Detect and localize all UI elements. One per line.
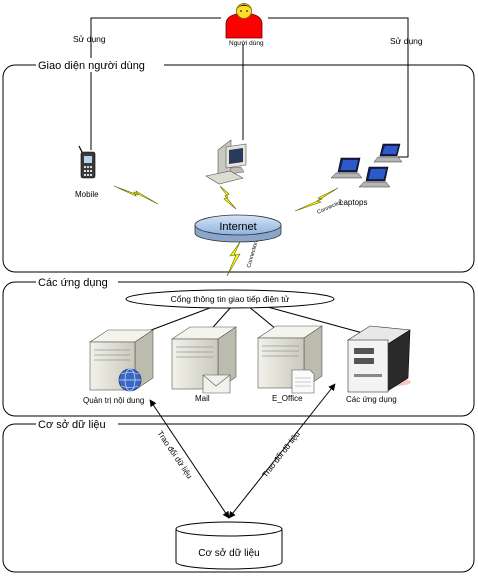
lightning-pc-icon bbox=[219, 185, 237, 210]
panel-ui-title: Giao diện người dùng bbox=[38, 60, 145, 72]
database-cylinder-icon bbox=[175, 521, 283, 570]
internet-cloud bbox=[194, 214, 282, 243]
desktop-computer-icon bbox=[205, 139, 247, 185]
mobile-label: Mobile bbox=[75, 190, 99, 199]
exchange-arrow-right bbox=[228, 383, 336, 519]
line-user-to-laptops bbox=[268, 17, 409, 158]
panel-user-interface: Giao diện người dùng bbox=[2, 58, 475, 273]
portal-connection-lines bbox=[129, 305, 371, 339]
panel-apps-title: Các ứng dụng bbox=[38, 277, 108, 289]
internet-label: Internet bbox=[219, 221, 256, 233]
server-label: Quản trị nội dung bbox=[83, 396, 144, 405]
exchange-arrow-left bbox=[149, 399, 230, 519]
user-connection-lines bbox=[90, 17, 409, 158]
server-label: Các ứng dụng bbox=[346, 395, 397, 404]
portal-label: Cổng thông tin giao tiếp điện tử bbox=[171, 294, 290, 304]
laptop-icon bbox=[330, 157, 363, 179]
server-label: E_Office bbox=[272, 394, 303, 403]
connection-label-down: Connection bbox=[246, 240, 259, 268]
lightning-icons bbox=[113, 185, 339, 277]
laptops-label: Laptops bbox=[339, 198, 367, 207]
line-user-to-mobile bbox=[90, 17, 221, 150]
laptops-icon bbox=[330, 143, 403, 188]
panel-db-title: Cơ sở dữ liệu bbox=[38, 419, 106, 431]
user-right-edge-label: Sử dụng bbox=[390, 36, 423, 46]
server-label: Mail bbox=[195, 394, 210, 403]
user-icon bbox=[225, 3, 263, 39]
laptop-icon bbox=[373, 143, 403, 163]
lightning-mobile-icon bbox=[113, 185, 159, 205]
database-label: Cơ sở dữ liệu bbox=[198, 547, 260, 559]
laptop-icon bbox=[358, 166, 391, 188]
server-applications-icon bbox=[347, 325, 411, 393]
document-icon bbox=[291, 369, 315, 394]
lightning-down-icon bbox=[226, 241, 241, 277]
mail-envelope-icon bbox=[202, 374, 231, 394]
globe-icon bbox=[118, 368, 142, 392]
user-left-edge-label: Sử dụng bbox=[73, 34, 106, 44]
portal-ellipse bbox=[125, 289, 335, 309]
connection-label-right: Connection bbox=[316, 199, 344, 216]
user-label: Người dùng bbox=[229, 40, 264, 47]
panel-applications: Các ứng dụng bbox=[2, 275, 475, 417]
mobile-phone-icon bbox=[78, 145, 96, 179]
exchange-label-right: Trao đổi dữ liệu bbox=[260, 430, 301, 479]
lightning-laptop-icon bbox=[294, 187, 339, 212]
data-exchange-arrows bbox=[149, 383, 336, 519]
